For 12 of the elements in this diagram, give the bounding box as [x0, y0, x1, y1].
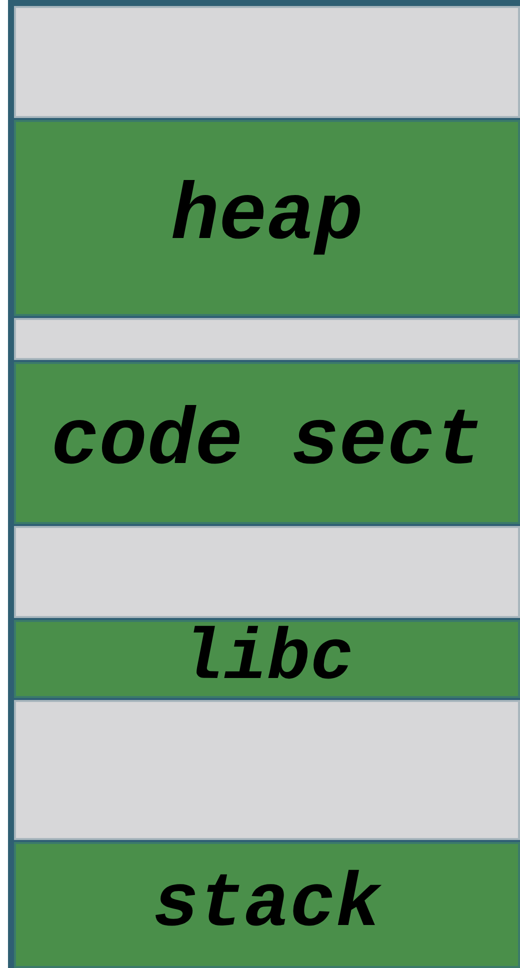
empty-band [14, 526, 520, 618]
memory-segment [14, 362, 520, 524]
empty-band [14, 318, 520, 360]
segment-label: stack [152, 867, 382, 943]
memory-segment [14, 620, 520, 698]
memory-segment [14, 842, 520, 968]
empty-band [14, 6, 520, 118]
segment-label: libc [180, 623, 354, 695]
empty-band [14, 700, 520, 840]
segment-label: code sect [50, 403, 484, 483]
segment-label: heap [170, 178, 364, 258]
memory-segment [14, 120, 520, 316]
